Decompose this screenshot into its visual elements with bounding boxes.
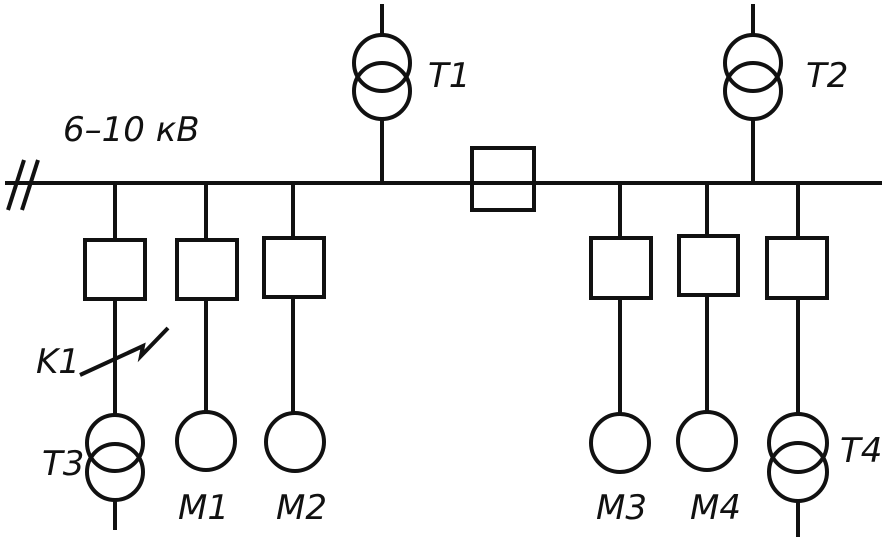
transformer-t1 [352,4,412,183]
feeder-m4 [676,183,740,472]
section-breaker [470,146,536,212]
feeder-t4 [765,183,829,537]
m3-label: M3 [596,488,647,528]
k1-label: K1 [36,342,80,382]
t1-label: T1 [428,56,470,96]
t3-label: T3 [42,444,84,484]
feeder-m2 [262,183,326,473]
three-phase-mark [6,159,40,211]
m1-label: M1 [178,488,229,528]
feeder-m1 [175,183,239,472]
t2-label: T2 [806,56,848,96]
transformer-t2 [723,4,783,183]
feeder-t3 [83,183,147,530]
m2-label: M2 [276,488,327,528]
short-circuit-arrow [79,326,170,377]
feeder-m3 [589,183,653,474]
t4-label: T4 [840,431,882,471]
m4-label: M4 [690,488,741,528]
bus-voltage-label: 6–10 кВ [63,110,200,150]
